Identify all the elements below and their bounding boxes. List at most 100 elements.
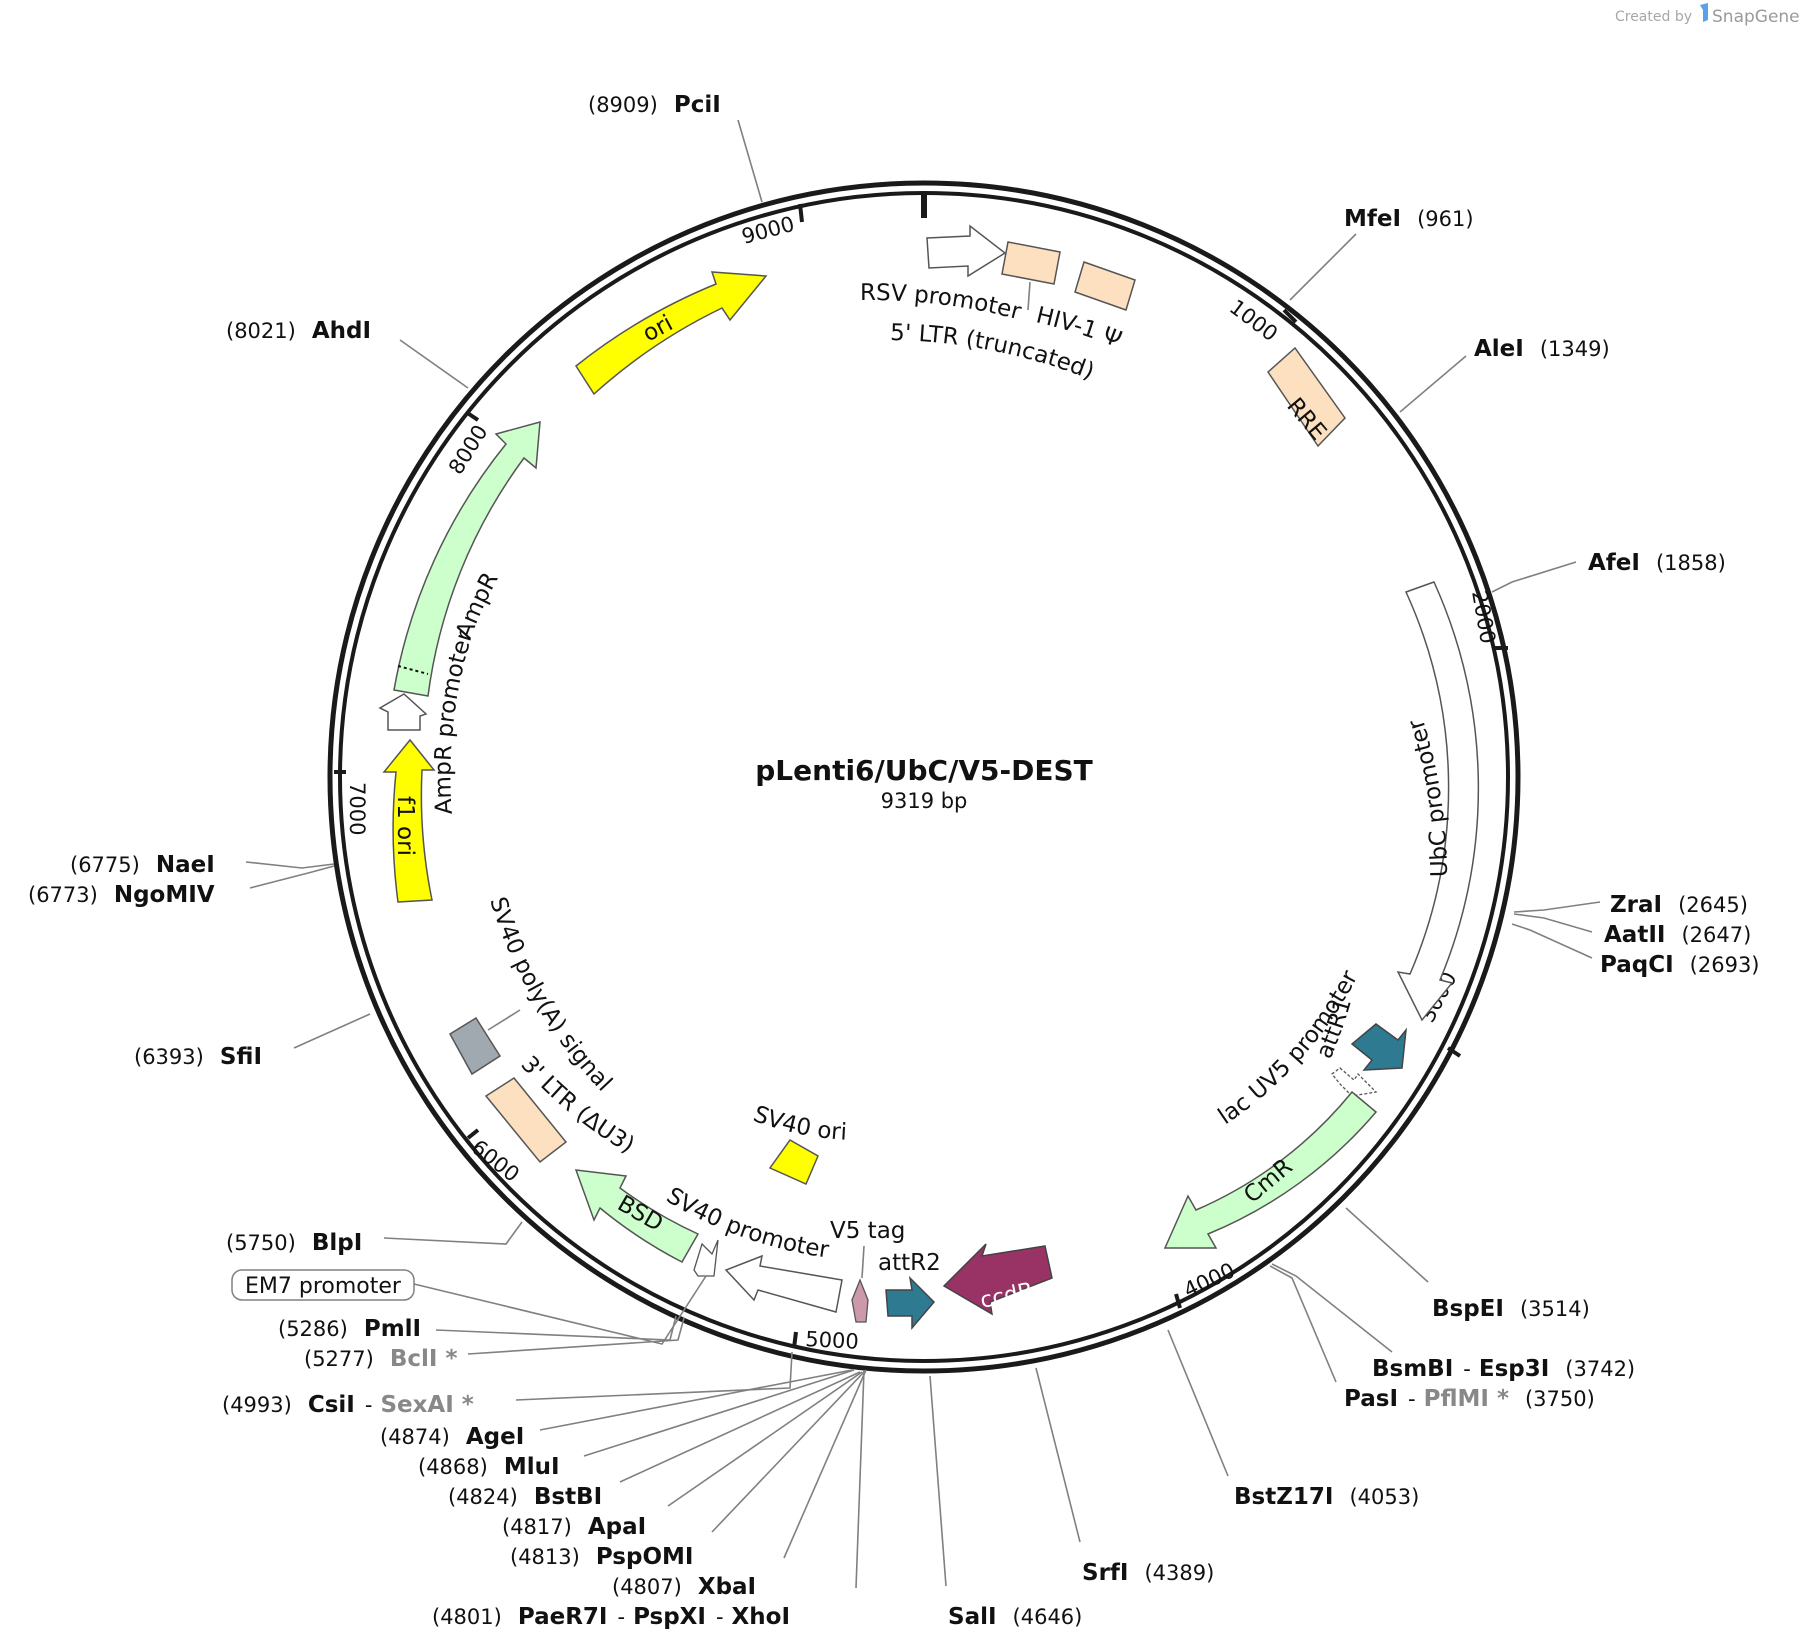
ltr3-box[interactable] — [484, 1077, 568, 1164]
site-mlui[interactable]: (4868)MluI — [418, 1454, 560, 1480]
site-aatii[interactable]: AatII(2647) — [1604, 922, 1751, 948]
v5-tag-leader — [861, 1245, 865, 1279]
site-agei[interactable]: (4874)AgeI — [380, 1424, 524, 1450]
v5-tag-box[interactable] — [851, 1278, 869, 1323]
ampr-arrow[interactable] — [393, 420, 541, 697]
v5-tag-label: V5 tag — [830, 1218, 905, 1244]
site-labels: (8909)PciI MfeI(961) AleI(1349) AfeI(185… — [28, 92, 1760, 1630]
bstz17i-leader — [1167, 1329, 1229, 1477]
sv40-promoter-arrow[interactable] — [724, 1254, 843, 1313]
lac-uv5-arrow[interactable] — [1331, 1067, 1378, 1097]
tick-label-6000: 6000 — [467, 1135, 524, 1187]
site-alei[interactable]: AleI(1349) — [1474, 336, 1610, 362]
paqci-leader — [1511, 923, 1593, 959]
ngomiv-leader — [249, 865, 335, 889]
sv40-ori-label: SV40 ori — [750, 1101, 848, 1146]
sfii-leader — [293, 1013, 371, 1049]
site-naei[interactable]: (6775)NaeI — [70, 852, 215, 878]
apai-leader — [667, 1371, 863, 1507]
site-pmli[interactable]: (5286)PmlI — [278, 1316, 421, 1342]
bstbi-leader — [619, 1371, 861, 1483]
pasi-leader — [1269, 1265, 1337, 1383]
ahdi-leader — [399, 339, 469, 389]
site-paqci[interactable]: PaqCI(2693) — [1600, 952, 1760, 978]
site-bstz17i[interactable]: BstZ17I(4053) — [1234, 1484, 1419, 1510]
ampr-promoter-arrow[interactable] — [378, 693, 428, 731]
blpi-leader — [383, 1221, 523, 1245]
bcli-leader — [467, 1317, 685, 1355]
attr1-arrow[interactable] — [1350, 1023, 1408, 1071]
plasmid-name: pLenti6/UbC/V5-DEST — [755, 754, 1092, 787]
site-apai[interactable]: (4817)ApaI — [502, 1514, 646, 1540]
f1-ori-arrow[interactable] — [382, 738, 436, 903]
site-afei[interactable]: AfeI(1858) — [1588, 550, 1726, 576]
tick-6000 — [466, 1128, 480, 1140]
site-bcli[interactable]: (5277)BclI * — [304, 1346, 458, 1372]
afei-leader — [1491, 561, 1577, 593]
em7-promoter-tag — [231, 1269, 415, 1301]
cmr-arrow[interactable] — [1163, 1090, 1378, 1249]
ampr-promoter-label: AmpR promoter — [430, 627, 478, 815]
site-xbai[interactable]: (4807)XbaI — [612, 1574, 756, 1600]
site-pasi[interactable]: PasI-PflMI *(3750) — [1344, 1386, 1595, 1412]
xbai-leader — [783, 1369, 867, 1559]
ccdb-arrow[interactable] — [942, 1243, 1053, 1316]
site-pcii[interactable]: (8909)PciI — [588, 92, 721, 118]
tick-label-9000: 9000 — [739, 212, 797, 249]
site-ahdi[interactable]: (8021)AhdI — [226, 318, 371, 344]
hiv-psi-box[interactable] — [1074, 261, 1136, 311]
naei-leader — [245, 861, 335, 869]
site-sfii[interactable]: (6393)SfiI — [134, 1044, 262, 1070]
watermark-prefix: Created by — [1615, 9, 1692, 25]
bspei-leader — [1345, 1207, 1429, 1283]
ampr-label: AmpR — [451, 568, 503, 642]
sv40-polya-box[interactable] — [448, 1016, 502, 1076]
site-bsmbi[interactable]: BsmBI-Esp3I(3742) — [1372, 1356, 1635, 1382]
site-sali[interactable]: SalI(4646) — [948, 1604, 1082, 1630]
tick-label-2000: 2000 — [1467, 589, 1500, 646]
tick-1000 — [1282, 308, 1298, 324]
attr2-arrow[interactable] — [885, 1275, 936, 1331]
tick-4000 — [1174, 1293, 1182, 1309]
site-paer7i[interactable]: (4801)PaeR7I-PspXI-XhoI — [432, 1604, 790, 1630]
em7-promoter-label[interactable]: EM7 promoter — [245, 1274, 402, 1299]
alei-leader — [1399, 355, 1467, 413]
backbone-outer — [327, 180, 1521, 1374]
site-ngomiv[interactable]: (6773)NgoMIV — [28, 882, 215, 908]
site-blpi[interactable]: (5750)BlpI — [226, 1230, 362, 1256]
pspomi-leader — [711, 1371, 865, 1533]
tick-8000 — [464, 410, 480, 422]
em7-promoter-arrow[interactable] — [693, 1239, 719, 1277]
bsmbi-leader — [1271, 1263, 1393, 1353]
tick-3000 — [1446, 1046, 1462, 1058]
site-srfi[interactable]: SrfI(4389) — [1082, 1560, 1214, 1586]
site-mfei[interactable]: MfeI(961) — [1344, 206, 1474, 232]
rre-box[interactable] — [1267, 346, 1346, 448]
sv40-ori-box[interactable] — [768, 1139, 819, 1185]
site-leaders — [245, 119, 1601, 1589]
ampr-promoter-overlap — [397, 665, 429, 675]
em7-leader — [413, 1275, 707, 1345]
rsv-promoter-arrow[interactable] — [926, 224, 1007, 278]
snapgene-logo-icon — [1700, 3, 1708, 22]
mfei-leader — [1289, 233, 1357, 301]
site-csii[interactable]: (4993)CsiI-SexAI * — [222, 1392, 474, 1418]
site-pspomi[interactable]: (4813)PspOMI — [510, 1544, 693, 1570]
site-zrai[interactable]: ZraI(2645) — [1610, 892, 1748, 918]
pcii-leader — [737, 119, 763, 203]
tick-9000 — [798, 203, 804, 223]
bsd-arrow[interactable] — [574, 1169, 700, 1263]
agei-leader — [539, 1369, 853, 1431]
aatii-leader — [1513, 913, 1593, 933]
site-bspei[interactable]: BspEI(3514) — [1432, 1296, 1590, 1322]
ori-arrow[interactable] — [575, 271, 768, 396]
tick-5000 — [792, 1331, 798, 1349]
watermark-brand: SnapGene — [1712, 7, 1800, 27]
csii-leader — [515, 1351, 793, 1401]
site-bstbi[interactable]: (4824)BstBI — [448, 1484, 602, 1510]
ltr5-box[interactable] — [1001, 241, 1061, 285]
f1-ori-label: f1 ori — [392, 796, 418, 856]
zrai-leader — [1513, 901, 1601, 913]
ubc-promoter-arrow[interactable] — [1396, 581, 1480, 1022]
